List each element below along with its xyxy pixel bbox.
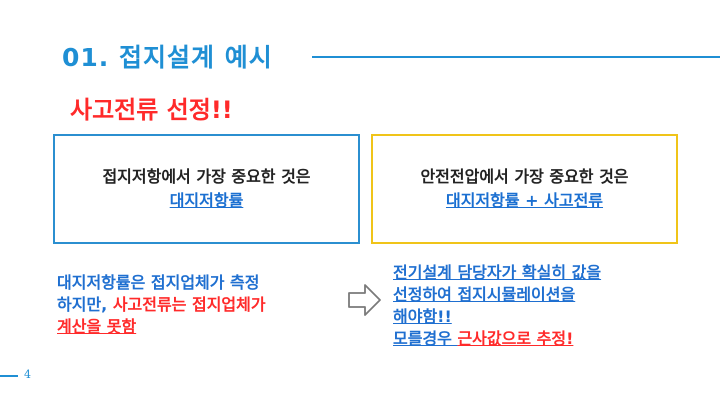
box-left-line2: 대지저항률	[169, 191, 244, 210]
title-divider	[312, 56, 720, 58]
lower-left-line2-a: 하지만,	[57, 295, 113, 314]
slide-subtitle: 사고전류 선정!!	[70, 96, 233, 124]
lower-right-line4-a: 모를경우	[393, 329, 458, 348]
lower-left-line3: 계산을 못함	[57, 317, 137, 336]
lower-left-line2-b: 사고전류는 접지업체가	[112, 295, 266, 314]
box-left-line1: 접지저항에서 가장 중요한 것은	[102, 167, 311, 186]
page-number: 4	[24, 368, 31, 381]
lower-left-line1: 대지저항률은 접지업체가 측정	[57, 273, 260, 292]
lower-right-line3: 해야함!!	[393, 307, 452, 326]
lower-right-line4-b: 근사값으로 추정!	[457, 329, 574, 348]
lower-right-line4: 모를경우 근사값으로 추정!	[393, 328, 693, 350]
lower-right-line1: 전기설계 담당자가 확실히 값을	[393, 263, 602, 282]
lower-left-line2: 하지만, 사고전류는 접지업체가	[57, 294, 347, 316]
arrow-right-icon	[348, 284, 381, 316]
info-box-ground-resistance: 접지저항에서 가장 중요한 것은 대지저항률	[53, 134, 360, 244]
footer-divider	[0, 375, 18, 377]
box-right-line2: 대지저항률 + 사고전류	[445, 191, 604, 210]
lower-right-text: 전기설계 담당자가 확실히 값을 선정하여 접지시뮬레이션을 해야함!! 모를경…	[393, 262, 693, 350]
slide-title: 01. 접지설계 예시	[62, 43, 273, 72]
lower-left-text: 대지저항률은 접지업체가 측정 하지만, 사고전류는 접지업체가 계산을 못함	[57, 272, 347, 338]
info-box-safety-voltage: 안전전압에서 가장 중요한 것은 대지저항률 + 사고전류	[371, 134, 678, 244]
lower-right-line2: 선정하여 접지시뮬레이션을	[393, 285, 576, 304]
box-right-line1: 안전전압에서 가장 중요한 것은	[420, 167, 629, 186]
